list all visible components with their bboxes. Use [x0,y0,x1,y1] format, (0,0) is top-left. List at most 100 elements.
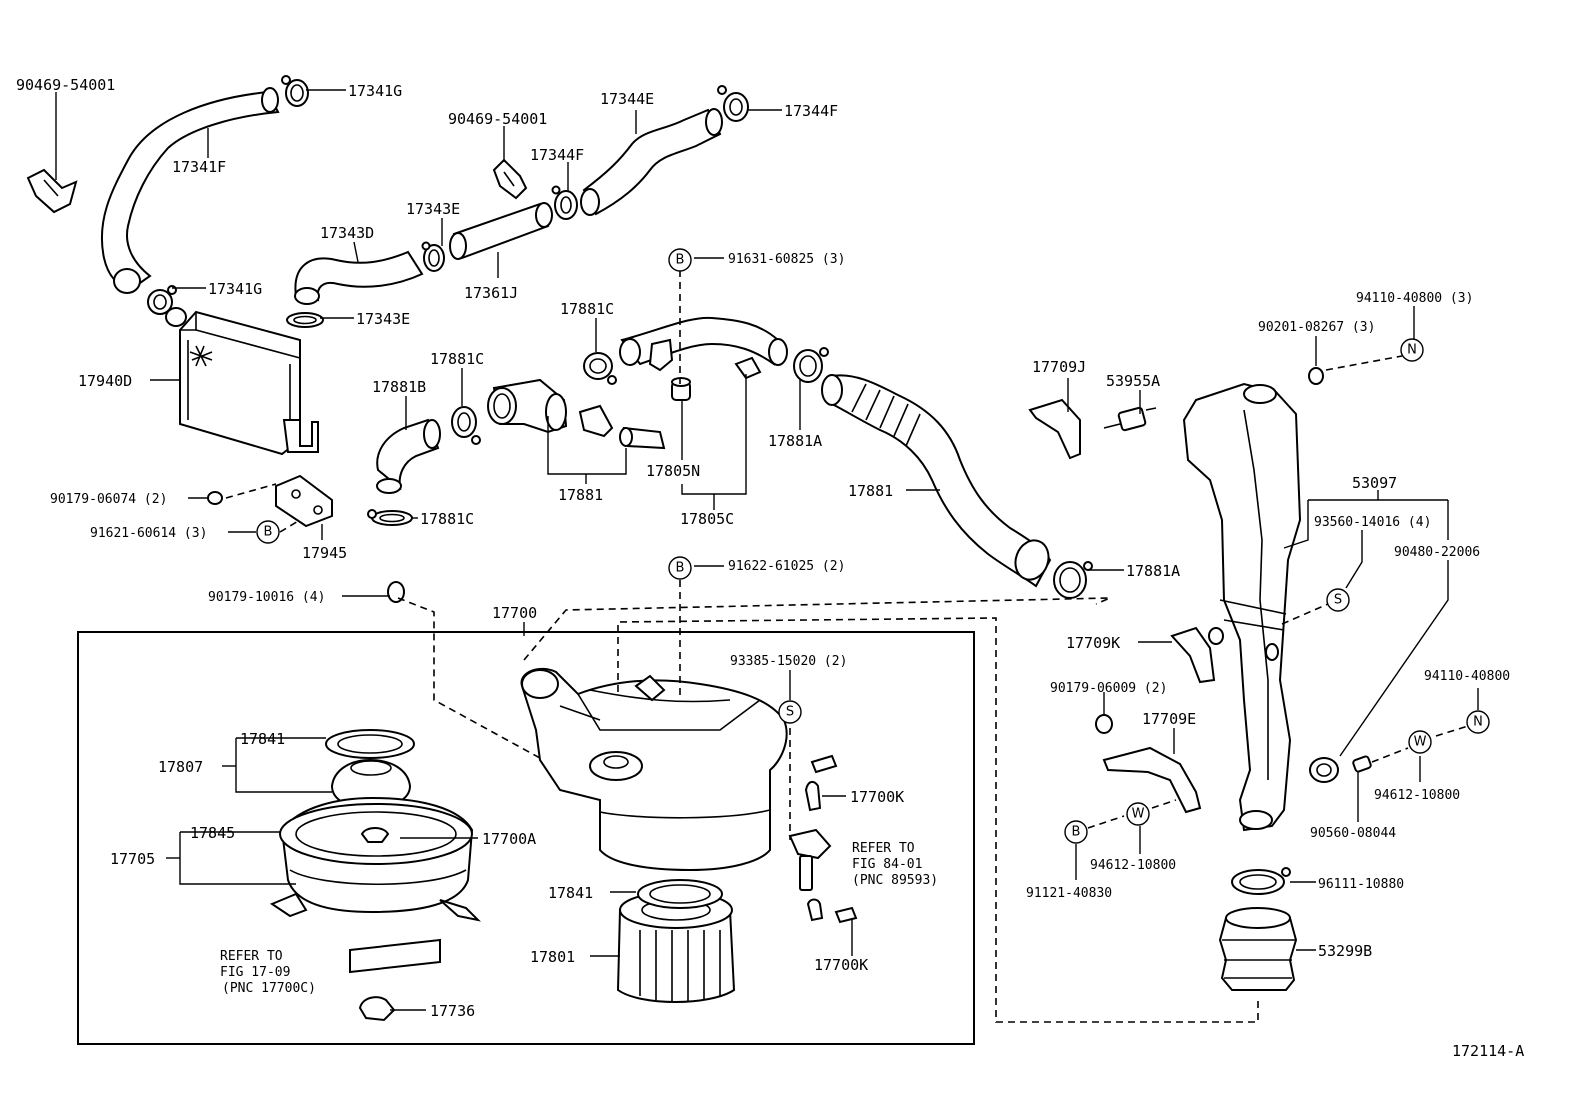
label-17709E: 17709E [1142,710,1196,728]
label-96111-10880: 96111-10880 [1318,877,1404,892]
ref-line-duct-to-case [617,617,1259,1023]
label-17343E-a: 17343E [406,200,460,218]
label-17945: 17945 [302,544,347,562]
label-17805C: 17805C [680,510,734,528]
clamp-17341G-bottom-drawing [147,285,177,315]
bracket-17709J-drawing [1028,398,1081,460]
label-53097: 53097 [1352,474,1397,492]
clip-17736-drawing [358,996,396,1022]
bracket-17945-drawing [275,474,333,528]
valve-refer-84-01-drawing [788,828,832,891]
refer-a-line2: FIG 84-01 [852,857,922,872]
marker-n-94110: N [1466,710,1490,734]
label-53955A: 53955A [1106,372,1160,390]
ref-line-n-90201 [1325,355,1403,371]
label-93560-14016: 93560-14016 (4) [1314,515,1431,530]
label-17700K-a: 17700K [850,788,904,806]
label-90179-10016: 90179-10016 (4) [208,590,325,605]
label-17361J: 17361J [464,284,518,302]
grommet-90560-drawing [1309,757,1339,783]
label-93385-15020: 93385-15020 (2) [730,654,847,669]
label-17807: 17807 [158,758,203,776]
svg-text:B: B [264,525,273,540]
label-17700: 17700 [492,604,537,622]
label-90480-22006: 90480-22006 [1394,545,1480,560]
seal-17841-lower-drawing [637,879,723,909]
nut-90179-06009-drawing [1095,714,1113,734]
clamp-17881A-upper-drawing [793,347,829,383]
marker-b-91121: B [1064,820,1088,844]
label-17881B: 17881B [372,378,426,396]
svg-text:S: S [1334,593,1342,608]
ref-line-b-17945 [279,519,301,533]
label-17343D: 17343D [320,224,374,242]
label-17881-a: 17881 [558,486,603,504]
label-17700K-b: 17700K [814,956,868,974]
bracket-17709E-drawing [1102,746,1202,814]
clamp-96111-drawing [1231,867,1291,895]
label-17344E: 17344E [600,90,654,108]
label-91631-60825: 91631-60825 (3) [728,252,845,267]
ref-line-s-93560 [1281,603,1329,625]
clamp-17344F-drawing [551,185,578,220]
clamp-17881A-lower-drawing [1053,561,1093,599]
label-91121-40830: 91121-40830 [1026,886,1112,901]
hose-17881-main-drawing [821,374,1052,588]
label-17801: 17801 [530,948,575,966]
label-17841-b: 17841 [548,884,593,902]
marker-n-94110-3: N [1400,338,1424,362]
label-90201-08267: 90201-08267 (3) [1258,320,1375,335]
clip-center-drawing [492,158,528,200]
air-cleaner-case-17700-drawing [520,667,788,872]
label-17736: 17736 [430,1002,475,1020]
elbow-17881B-drawing [376,418,441,494]
grommet-17805N-drawing [671,377,691,401]
clamp-17341G-top-drawing [281,75,309,107]
pipe-17361J-drawing [449,202,553,260]
ref-line-case-to-hose [523,597,1111,661]
marker-s-93385: S [778,700,802,724]
label-17881-b: 17881 [848,482,893,500]
clamp-17343E-lower-drawing [286,312,324,328]
label-17343E-b: 17343E [356,310,410,328]
marker-w-94612-b: W [1126,802,1150,826]
label-17881A-a: 17881A [768,432,822,450]
svg-text:B: B [676,561,685,576]
label-90179-06074: 90179-06074 (2) [50,492,167,507]
clip-90201-drawing [1308,367,1324,385]
hose-17341F-drawing [100,87,280,294]
refer-a-line3: (PNC 89593) [852,873,938,888]
label-90469-54001-a: 90469-54001 [16,76,115,94]
svg-text:S: S [786,705,794,720]
label-17341F: 17341F [172,158,226,176]
marker-b-91622: B [668,556,692,580]
label-17344F-b: 17344F [530,146,584,164]
label-17845: 17845 [190,824,235,842]
label-17805N: 17805N [646,462,700,480]
label-17881C-b: 17881C [430,350,484,368]
label-17881C-c: 17881C [420,510,474,528]
label-94612-10800-b: 94612-10800 [1090,858,1176,873]
label-90469-54001-b: 90469-54001 [448,110,547,128]
label-91622-61025: 91622-61025 (2) [728,559,845,574]
intercooler-17940D-drawing [165,307,319,456]
label-90179-06009: 90179-06009 (2) [1050,681,1167,696]
refer-b-line2: FIG 17-09 [220,965,290,980]
label-17940D: 17940D [78,372,132,390]
label-90560-08044: 90560-08044 [1310,826,1396,841]
clamp-17881C-mid-drawing [451,406,481,445]
case-17705-drawing [269,796,482,922]
marker-w-94612-a: W [1408,730,1432,754]
clip-bracket-drawing [26,168,78,214]
bracket-17709K-drawing [1170,626,1216,684]
label-17841-a: 17841 [240,730,285,748]
svg-text:W: W [1414,735,1427,750]
label-91621-60614: 91621-60614 (3) [90,526,207,541]
vacuum-hose-17700K-upper-drawing [804,754,838,812]
refer-b-line1: REFER TO [220,949,283,964]
svg-text:B: B [1072,825,1081,840]
ref-line-w-n-grommet [1371,725,1469,763]
label-17341G-a: 17341G [348,82,402,100]
